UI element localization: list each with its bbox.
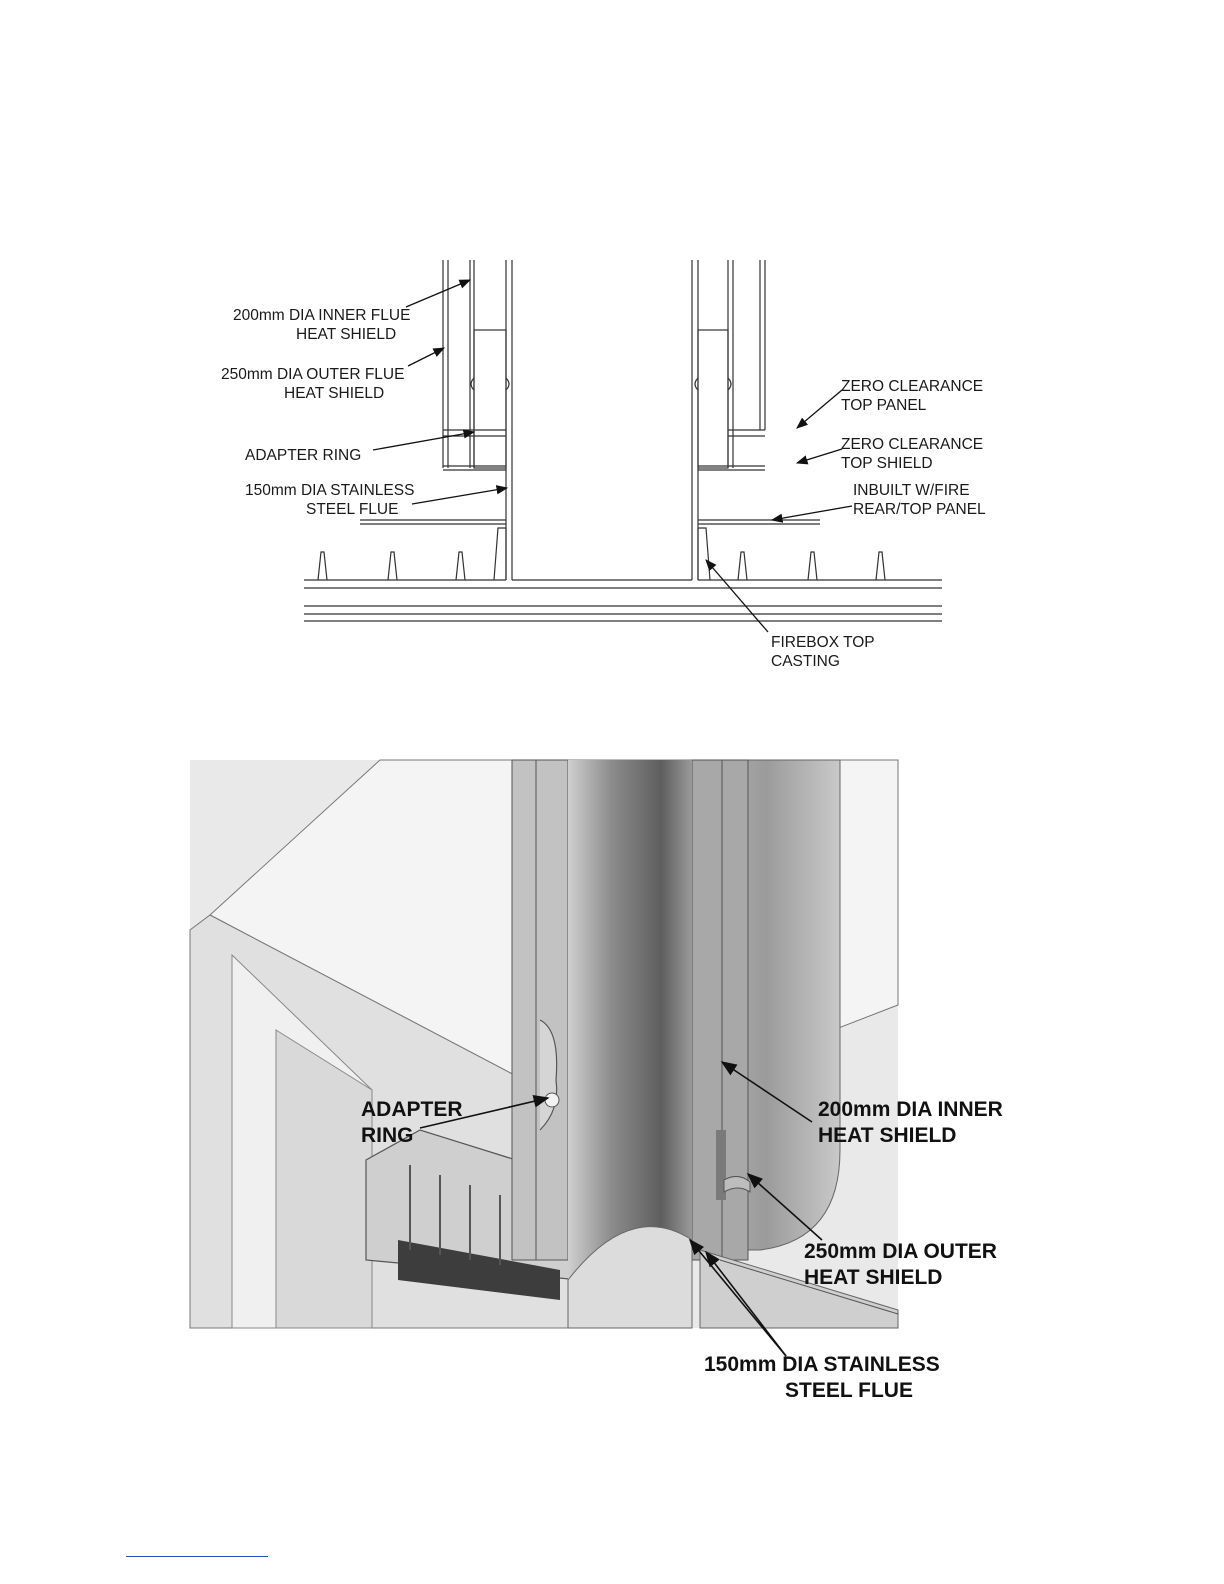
label-iso-inner-shield: 200mm DIA INNER <box>818 1098 1003 1121</box>
label-inner-flue: 200mm DIA INNER FLUE <box>233 307 410 324</box>
footnote-rule <box>126 1556 268 1557</box>
label-firebox-casting: FIREBOX TOP <box>771 634 875 651</box>
label-iso-adapter-ring: RING <box>361 1124 414 1147</box>
label-adapter-ring: ADAPTER RING <box>245 447 361 464</box>
label-inbuilt-panel: INBUILT W/FIRE <box>853 482 970 499</box>
label-iso-stainless-flue: 150mm DIA STAINLESS <box>704 1353 940 1376</box>
label-firebox-casting: CASTING <box>771 653 840 670</box>
iso-labels: ADAPTER RING 200mm DIA INNER HEAT SHIELD… <box>361 1098 1003 1402</box>
label-zc-top-panel: TOP PANEL <box>841 397 927 414</box>
label-zc-top-shield: TOP SHIELD <box>841 455 933 472</box>
section-drawing: 200mm DIA INNER FLUE HEAT SHIELD 250mm D… <box>221 260 986 670</box>
label-stainless-flue: STEEL FLUE <box>306 501 398 518</box>
label-iso-outer-shield: HEAT SHIELD <box>804 1266 942 1289</box>
label-inner-flue: HEAT SHIELD <box>296 326 396 343</box>
iso-leader-arrows <box>419 1061 823 1357</box>
label-iso-stainless-flue: STEEL FLUE <box>785 1379 913 1402</box>
label-iso-adapter-ring: ADAPTER <box>361 1098 463 1121</box>
label-zc-top-shield: ZERO CLEARANCE <box>841 436 983 453</box>
render-scene <box>189 759 899 1329</box>
firebox-casting-shape <box>304 527 942 622</box>
label-inbuilt-panel: REAR/TOP PANEL <box>853 501 986 518</box>
label-outer-flue: HEAT SHIELD <box>284 385 384 402</box>
panels <box>360 429 820 525</box>
label-zc-top-panel: ZERO CLEARANCE <box>841 378 983 395</box>
label-iso-inner-shield: HEAT SHIELD <box>818 1124 956 1147</box>
label-iso-outer-shield: 250mm DIA OUTER <box>804 1240 997 1263</box>
leader-arrows <box>372 279 853 633</box>
label-stainless-flue: 150mm DIA STAINLESS <box>245 482 414 499</box>
section-labels: 200mm DIA INNER FLUE HEAT SHIELD 250mm D… <box>221 307 986 670</box>
flue-pipes <box>442 260 766 580</box>
label-outer-flue: 250mm DIA OUTER FLUE <box>221 366 404 383</box>
